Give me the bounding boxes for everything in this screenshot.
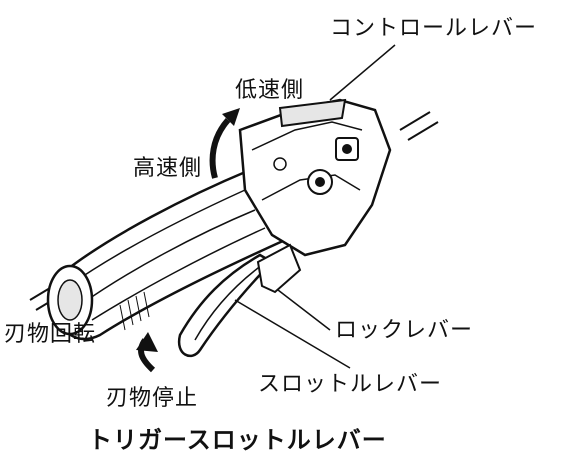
low-speed-label: 低速側 — [235, 78, 305, 103]
figure-caption: トリガースロットルレバー — [88, 426, 387, 454]
blade-direction-arrow — [136, 332, 158, 373]
speed-direction-arrow — [209, 108, 240, 179]
lock-lever-label: ロックレバー — [335, 318, 474, 343]
control-lever — [278, 98, 347, 128]
throttle-lever-label: スロットルレバー — [258, 372, 443, 397]
throttle-lever — [177, 253, 275, 358]
blade-rotation-label: 刃物回転 — [4, 322, 97, 347]
leader-lines — [234, 44, 396, 369]
high-speed-label: 高速側 — [133, 156, 203, 181]
control-lever-label: コントロールレバー — [330, 16, 538, 41]
grip — [46, 168, 287, 341]
lock-lever — [256, 243, 302, 294]
blade-stop-label: 刃物停止 — [106, 386, 199, 411]
